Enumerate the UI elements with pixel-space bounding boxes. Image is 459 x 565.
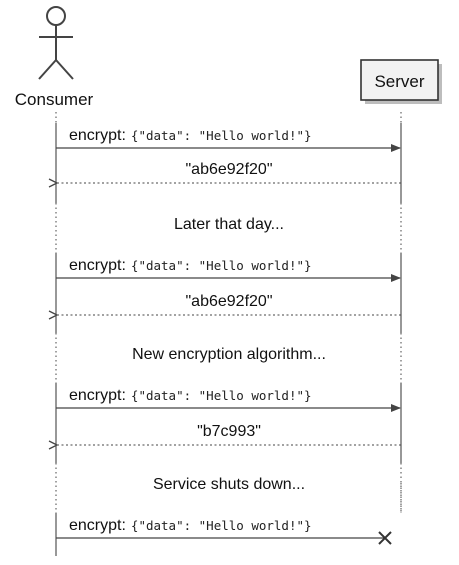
- divider-label: Service shuts down...: [153, 476, 305, 493]
- divider-label: New encryption algorithm...: [132, 346, 326, 363]
- request-label: encrypt: {"data": "Hello world!"}: [69, 387, 312, 404]
- request-payload: {"data": "Hello world!"}: [131, 128, 312, 143]
- request-payload: {"data": "Hello world!"}: [131, 518, 312, 533]
- request-method: encrypt:: [69, 257, 126, 274]
- response-label: "b7c993": [197, 423, 261, 440]
- request-method: encrypt:: [69, 127, 126, 144]
- request-payload: {"data": "Hello world!"}: [131, 388, 312, 403]
- request-label: encrypt: {"data": "Hello world!"}: [69, 257, 312, 274]
- response-label: "ab6e92f20": [186, 161, 273, 178]
- request-payload: {"data": "Hello world!"}: [131, 258, 312, 273]
- request-method: encrypt:: [69, 517, 126, 534]
- request-label: encrypt: {"data": "Hello world!"}: [69, 127, 312, 144]
- consumer-actor-icon: [38, 6, 74, 80]
- divider-label: Later that day...: [174, 216, 284, 233]
- request-method: encrypt:: [69, 387, 126, 404]
- response-label: "ab6e92f20": [186, 293, 273, 310]
- lost-x-icon: [378, 531, 392, 545]
- server-label: Server: [374, 72, 424, 91]
- message-sequence: encrypt: {"data": "Hello world!"} "ab6e92f…: [56, 112, 402, 556]
- request-label: encrypt: {"data": "Hello world!"}: [69, 517, 312, 534]
- consumer-label: Consumer: [15, 90, 94, 109]
- server-box: [360, 59, 442, 104]
